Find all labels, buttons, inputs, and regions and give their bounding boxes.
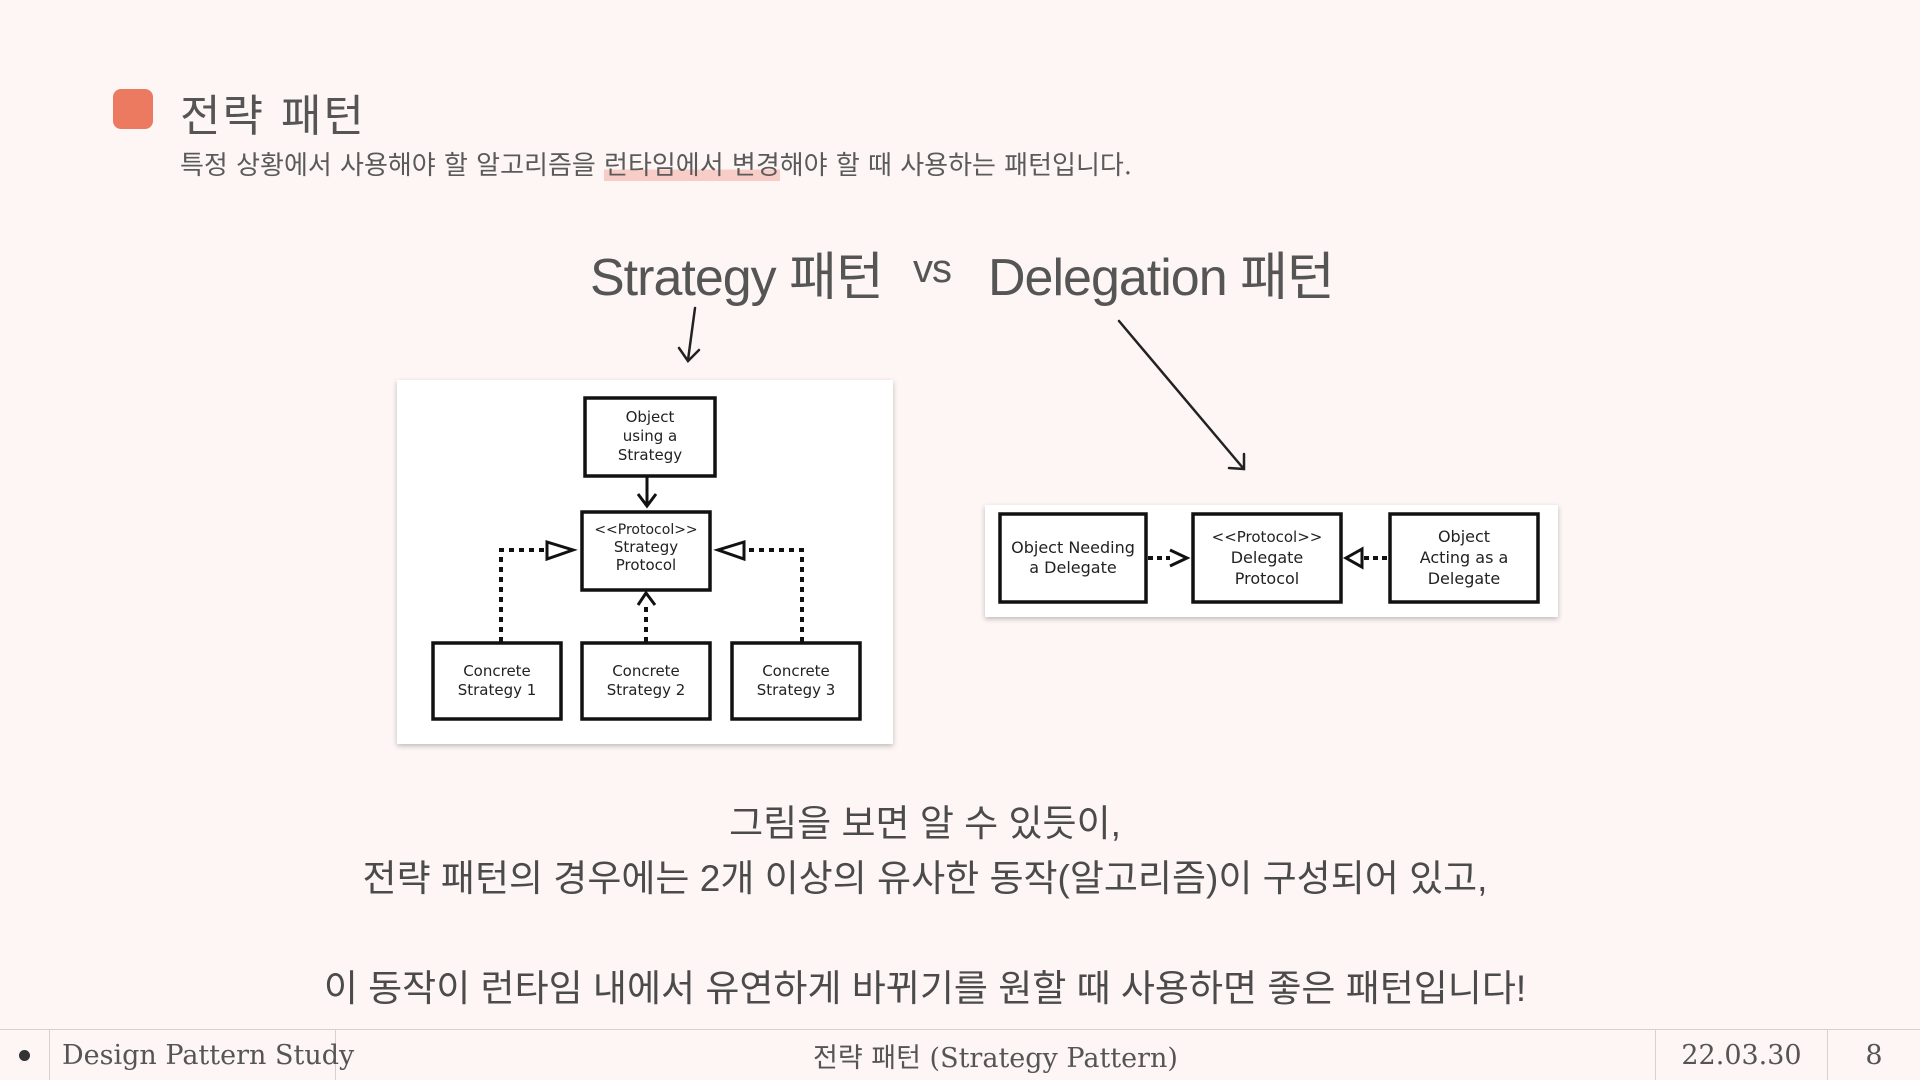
concrete-strategy-1-box (431, 641, 563, 721)
delegate-protocol-box (1191, 512, 1343, 604)
footer-slide-title: 전략 패턴 (Strategy Pattern) (336, 1030, 1656, 1080)
concrete-1-line-2: Strategy 1 (458, 681, 537, 699)
strategy-pointer-arrow (686, 306, 697, 362)
protocol-box-line-1: <<Protocol>> (594, 522, 697, 538)
top-box-line-1: Object (626, 408, 675, 426)
protocol-box-line-2: Strategy (614, 538, 678, 556)
heading-vs: vs (913, 247, 952, 291)
top-box-line-3: Strategy (618, 446, 682, 464)
needing-box-line-2: a Delegate (1029, 558, 1116, 577)
pointer-arrows (677, 306, 1246, 471)
needing-box-line-1: Object Needing (1011, 538, 1135, 557)
slide-title: 전략 패턴 (180, 91, 366, 142)
acting-box-line-1: Object (1438, 527, 1490, 546)
subtitle-part-2: 해야 할 때 사용하는 패턴입니다. (779, 151, 1133, 181)
body-line-2: 전략 패턴의 경우에는 2개 이상의 유사한 동작(알고리즘)이 구성되어 있고… (362, 858, 1488, 899)
footer-study-name: Design Pattern Study (50, 1030, 354, 1080)
delegation-diagram: Object Needing a Delegate <<Protocol>> D… (985, 505, 1558, 617)
object-using-strategy-box (583, 396, 717, 478)
acting-box-line-2: Acting as a (1420, 548, 1509, 567)
acting-box-line-3: Delegate (1428, 569, 1501, 588)
delegate-protocol-line-2: Delegate (1231, 548, 1304, 567)
footer-bullet (0, 1030, 50, 1080)
slide-footer: Design Pattern Study 전략 패턴 (Strategy Pat… (0, 1029, 1920, 1080)
footer-page-number: 8 (1865, 1039, 1883, 1071)
strategy-diagram: Object using a Strategy <<Protocol>> Str… (397, 380, 893, 744)
object-acting-delegate-box (1388, 512, 1540, 604)
footer-date: 22.03.30 (1656, 1030, 1828, 1080)
strategy-protocol-box (580, 510, 712, 592)
title-marker (113, 89, 153, 129)
concrete-2-line-1: Concrete (612, 662, 680, 680)
delegate-protocol-line-3: Protocol (1235, 569, 1299, 588)
subtitle-highlight: 런타임에서 변경 (604, 151, 780, 181)
top-box-line-2: using a (623, 427, 677, 445)
bullet-icon (19, 1049, 30, 1061)
concrete-1-line-1: Concrete (463, 662, 531, 680)
heading-strategy: Strategy 패턴 (590, 249, 884, 307)
concrete-3-line-2: Strategy 3 (757, 681, 836, 699)
concrete-strategy-3-box (730, 641, 862, 721)
subtitle-part-1: 특정 상황에서 사용해야 할 알고리즘을 (180, 151, 605, 181)
body-line-1: 그림을 보면 알 수 있듯이, (729, 803, 1121, 844)
concrete-strategy-2-box (580, 641, 712, 721)
object-needing-delegate-box (998, 512, 1148, 604)
concrete-2-line-2: Strategy 2 (607, 681, 686, 699)
delegate-protocol-line-1: <<Protocol>> (1212, 528, 1323, 546)
concrete-3-line-1: Concrete (762, 662, 830, 680)
heading-delegation: Delegation 패턴 (988, 249, 1335, 307)
body-line-3: 이 동작이 런타임 내에서 유연하게 바뀌기를 원할 때 사용하면 좋은 패턴입… (323, 968, 1527, 1009)
delegation-pointer-arrow (1117, 319, 1245, 470)
slide-subtitle: 특정 상황에서 사용해야 할 알고리즘을 런타임에서 변경해야 할 때 사용하는… (180, 145, 1132, 182)
protocol-box-line-3: Protocol (616, 556, 676, 574)
